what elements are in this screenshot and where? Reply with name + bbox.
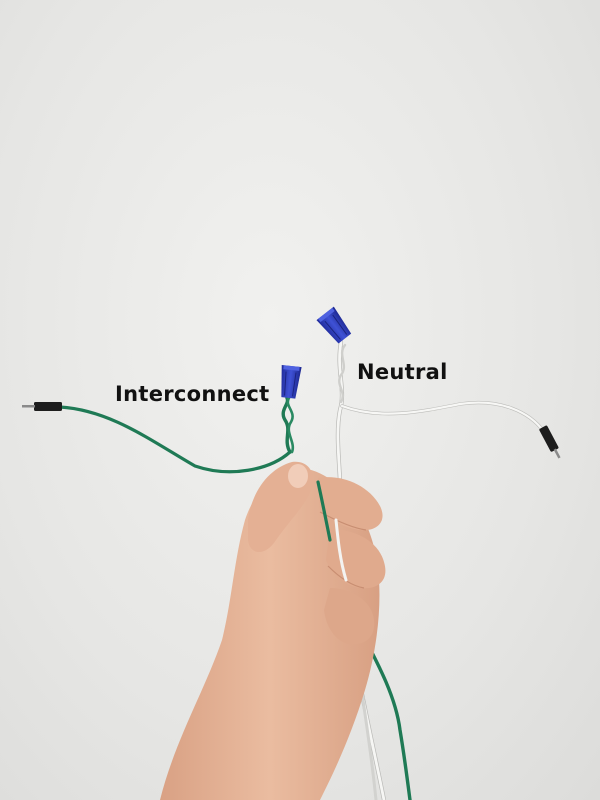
green-wire-left (58, 405, 292, 474)
neutral-label: Neutral (357, 360, 448, 384)
pin-connector-right (539, 425, 561, 459)
wire-nut-icon (281, 365, 302, 399)
hand-illustration (160, 461, 386, 800)
pin-connector-left (22, 402, 62, 411)
interconnect-label: Interconnect (115, 382, 270, 406)
wire-nut-icon (316, 306, 352, 344)
